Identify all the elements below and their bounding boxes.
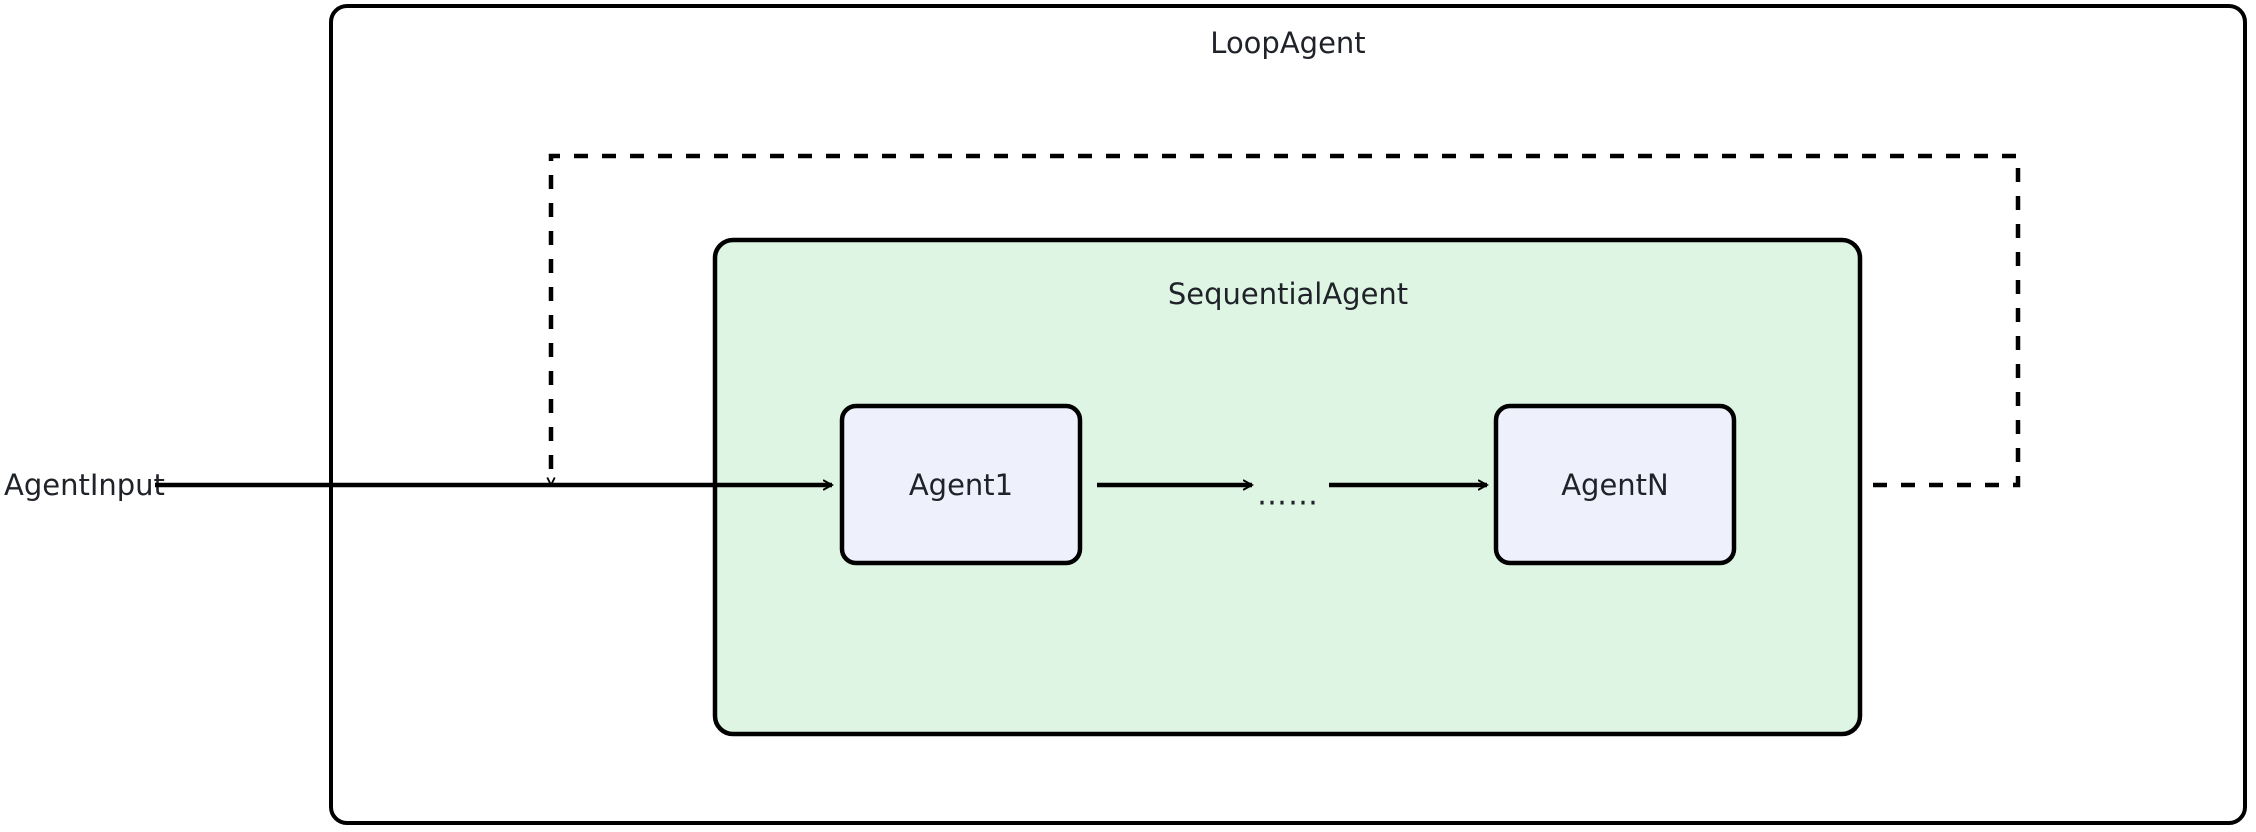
node-agentn[interactable] (1493, 403, 1737, 566)
loop-agent-label: LoopAgent (1210, 26, 1365, 60)
loop-back-edge (551, 153, 2021, 488)
agent-input-label: AgentInput (4, 468, 165, 502)
node-agent1[interactable] (839, 403, 1083, 566)
ellipsis-label: …… (1257, 478, 1319, 513)
sequential-agent-label: SequentialAgent (1168, 277, 1408, 311)
node-agentn-label: AgentN (1561, 468, 1669, 502)
node-agent1-label: Agent1 (909, 468, 1013, 502)
